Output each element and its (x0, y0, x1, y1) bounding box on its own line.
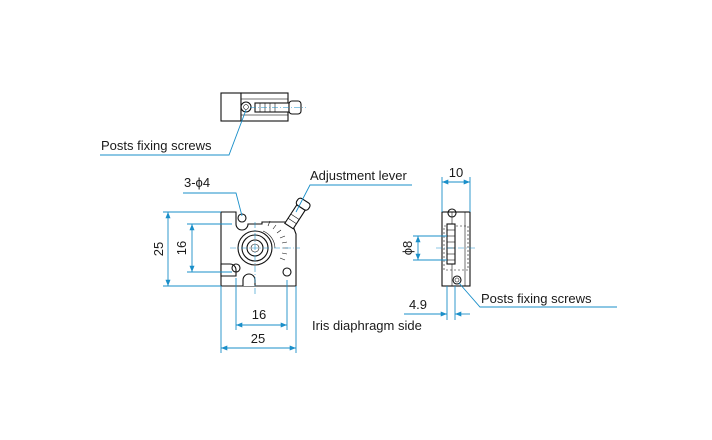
side-view (436, 208, 476, 287)
iris-diaphragm-side-label: Iris diaphragm side (312, 318, 422, 333)
side-screw-top (447, 208, 457, 218)
dim-front-height-inner: 16 (174, 241, 189, 255)
mount-hole-bottom-left (231, 263, 241, 273)
posts-fixing-screws-top-leader (100, 109, 247, 156)
dim-front-width-outer: 25 (251, 331, 265, 346)
dim-side-width: 10 (449, 165, 463, 180)
dim-side-aperture: ϕ8 (400, 241, 415, 256)
dim-side-offset: 4.9 (409, 297, 427, 312)
top-view (220, 92, 306, 122)
dim-front-width-inner: 16 (252, 307, 266, 322)
adjustment-lever-label: Adjustment lever (310, 168, 407, 183)
holes-label: 3-ϕ4 (184, 175, 210, 190)
mount-hole-bottom-right (282, 267, 292, 277)
posts-fixing-screws-top-label: Posts fixing screws (101, 138, 212, 153)
posts-fixing-screws-side-label: Posts fixing screws (481, 291, 592, 306)
front-dimensions (163, 184, 412, 353)
mount-hole-top (237, 213, 247, 223)
side-dimensions (404, 177, 617, 320)
side-screw-bottom (452, 275, 462, 285)
dim-front-height-outer: 25 (151, 242, 166, 256)
front-view (220, 197, 311, 296)
